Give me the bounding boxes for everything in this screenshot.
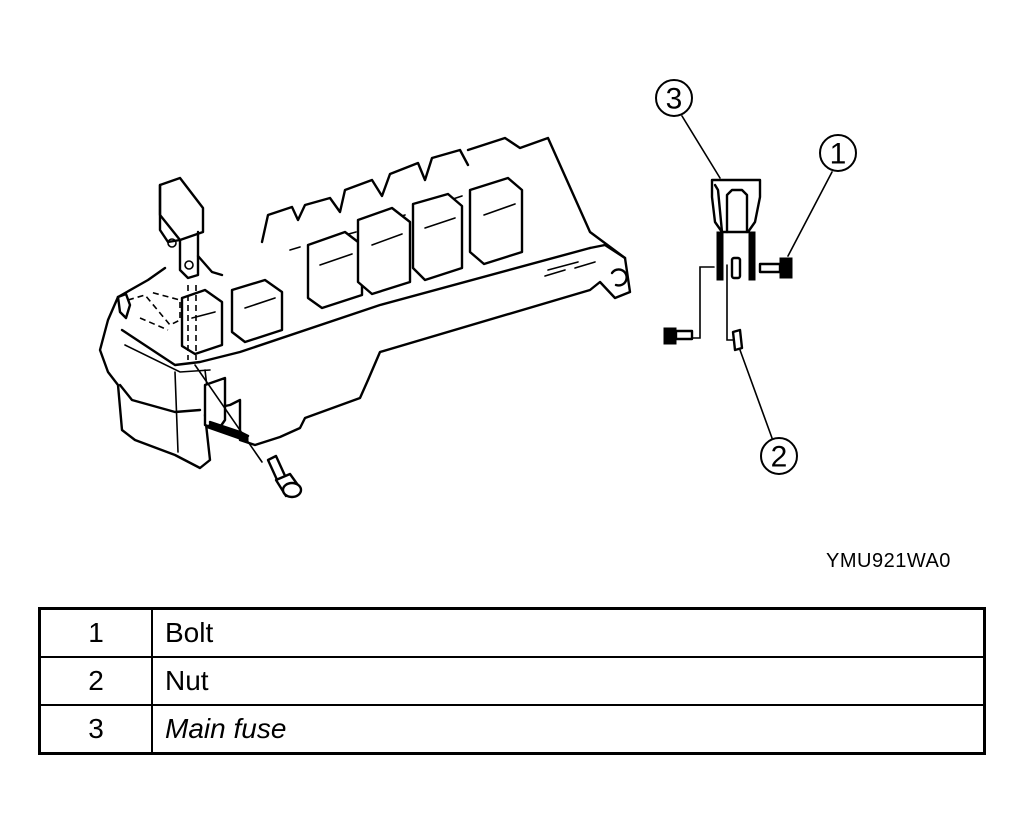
figure-code: YMU921WA0	[826, 550, 951, 572]
parts-illustration: 3 1 2	[98, 79, 857, 499]
callouts: 3 1 2	[655, 79, 857, 475]
callout-2-label: 2	[771, 441, 788, 474]
table-row: 3 Main fuse	[38, 704, 986, 755]
fuse-block-drawing	[98, 136, 632, 499]
part-name: Bolt	[151, 607, 986, 658]
main-fuse-exploded-view	[663, 178, 793, 352]
bracket-and-bolt	[194, 364, 303, 499]
callout-3-circle	[655, 79, 693, 117]
bolt-part-lower	[663, 266, 715, 345]
part-name: Nut	[151, 656, 986, 706]
parts-legend-table: 1 Bolt 2 Nut 3 Main fuse	[38, 607, 986, 755]
callout-3-label: 3	[666, 83, 683, 116]
callout-1-circle	[819, 134, 857, 172]
part-number: 1	[38, 607, 153, 658]
nut-part	[726, 264, 744, 352]
part-name: Main fuse	[151, 704, 986, 755]
part-number: 2	[38, 656, 153, 706]
callout-1-label: 1	[830, 138, 847, 171]
table-row: 1 Bolt	[38, 607, 986, 658]
small-fuse	[158, 176, 224, 280]
bolt-part	[758, 257, 793, 279]
table-row: 2 Nut	[38, 656, 986, 706]
relay-boxes	[180, 176, 524, 356]
callout-2-circle	[760, 437, 798, 475]
part-number: 3	[38, 704, 153, 755]
